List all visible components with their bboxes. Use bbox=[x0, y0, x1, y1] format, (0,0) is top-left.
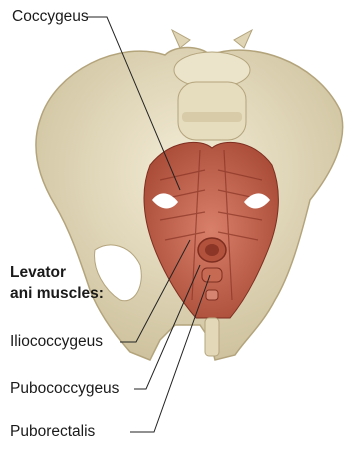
sacrum-band bbox=[182, 112, 242, 122]
vaginal-opening bbox=[202, 268, 222, 282]
urethral-opening bbox=[206, 290, 218, 300]
vertebra-spine bbox=[172, 30, 252, 48]
label-pubococcygeus: Pubococcygeus bbox=[10, 380, 119, 398]
label-levator-line1: Levator bbox=[10, 264, 66, 282]
sacrum bbox=[178, 82, 246, 140]
anal-canal-inner bbox=[205, 244, 219, 256]
label-puborectalis: Puborectalis bbox=[10, 423, 95, 441]
label-iliococcygeus: Iliococcygeus bbox=[10, 333, 103, 351]
label-coccygeus: Coccygeus bbox=[12, 8, 89, 26]
label-levator-line2: ani muscles: bbox=[10, 285, 104, 303]
pubic-symphysis bbox=[205, 318, 219, 356]
